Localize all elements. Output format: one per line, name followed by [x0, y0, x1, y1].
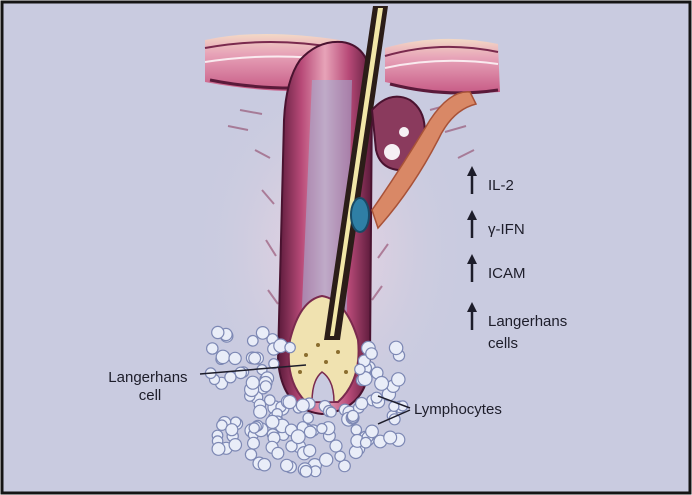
lymphocyte [295, 398, 310, 413]
gland-lobule [384, 144, 400, 160]
lymphocyte [247, 436, 261, 450]
marker-list: IL-2 γ-IFN ICAM Langerhans cells [467, 166, 571, 352]
lymphocyte [303, 444, 317, 458]
lymphocyte [234, 366, 247, 380]
lymphocyte [246, 334, 259, 347]
langerhans-cell-label: Langerhans cell [108, 369, 191, 404]
lymphocyte [303, 425, 317, 439]
lymphocyte [255, 326, 270, 340]
marker-il2-label: IL-2 [488, 177, 514, 194]
lymphocyte [338, 459, 351, 473]
marker-langerhans-cells: Langerhans cells [467, 302, 571, 352]
lymphocyte [225, 423, 239, 437]
lymphocyte [316, 422, 328, 435]
lymphocyte [211, 441, 226, 456]
lymphocyte [350, 424, 363, 436]
skin-surface-right [384, 38, 500, 95]
marker-icam-label: ICAM [488, 265, 526, 282]
lymphocyte [268, 358, 280, 370]
lymphocyte [365, 347, 378, 361]
lymphocyte [271, 446, 285, 460]
marker-il2: IL-2 [467, 166, 514, 194]
marker-icam: ICAM [467, 254, 526, 282]
lymphocyte [374, 375, 390, 391]
lymphocyte [346, 409, 359, 422]
lymphocyte [354, 363, 366, 376]
lymphocyte [228, 437, 243, 452]
lymphocyte [257, 457, 272, 472]
lymphocyte [299, 464, 313, 478]
lymphocyte [248, 351, 262, 365]
up-arrow-icon [467, 254, 477, 282]
lymphocyte [319, 452, 334, 467]
up-arrow-icon [467, 302, 477, 330]
lymphocytes-label: Lymphocytes [414, 401, 502, 418]
lymphocyte [390, 372, 406, 387]
gland-lobule [399, 127, 409, 137]
lymphocyte [334, 450, 346, 463]
lymphocyte [365, 424, 379, 439]
lymphocyte [359, 436, 372, 449]
lymphocyte [325, 406, 337, 418]
lymphocyte [211, 325, 225, 340]
hair-shaft [324, 6, 388, 340]
lymphocytes-leader-lower [377, 409, 411, 425]
lymphocyte [329, 439, 343, 453]
lymphocyte [206, 342, 219, 355]
marker-langerhans-cells-label: Langerhans cells [488, 313, 571, 352]
lymphocyte [383, 430, 398, 445]
lymphocyte [284, 341, 296, 354]
lymphocyte [253, 404, 268, 419]
lymphocyte [245, 375, 260, 390]
lymphocyte [388, 340, 404, 356]
lymphocyte [215, 349, 231, 365]
langerhans-cell-label-line1: Langerhans [108, 369, 187, 386]
marker-gamma-ifn-label: γ-IFN [488, 221, 525, 238]
lymphocytes-cluster [204, 325, 409, 478]
langerhans-cell-shape [350, 197, 370, 233]
marker-gamma-ifn: γ-IFN [467, 210, 525, 238]
lymphocyte [355, 396, 369, 411]
lymphocyte [224, 371, 237, 384]
lymphocytes-leader-upper [377, 395, 411, 409]
lymphocyte [280, 458, 294, 473]
lymphocyte [290, 429, 306, 445]
lymphocyte [285, 440, 298, 453]
lymphocyte [282, 394, 297, 410]
langerhans-cell-label-line2: cell [139, 387, 162, 404]
lymphocyte [263, 394, 276, 406]
lymphocyte [265, 414, 280, 429]
lymphocyte [259, 380, 272, 393]
langerhans-cell-leader [199, 364, 307, 375]
up-arrow-icon [467, 166, 477, 194]
up-arrow-icon [467, 210, 477, 238]
lymphocyte [248, 422, 260, 434]
lymphocyte [302, 412, 314, 424]
arrector-pili-muscle [371, 91, 478, 230]
lymphocyte [228, 351, 242, 366]
